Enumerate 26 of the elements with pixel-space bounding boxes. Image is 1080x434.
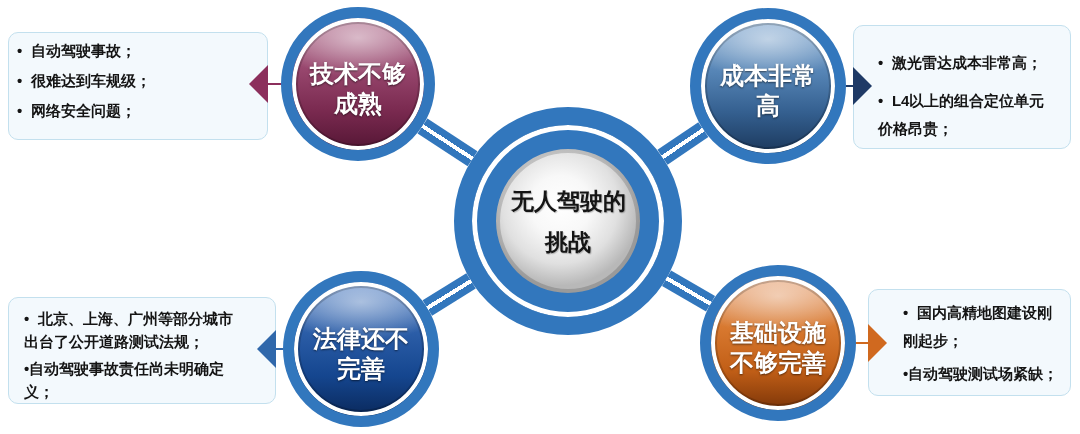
- double-line-connector: [422, 273, 476, 316]
- list-item: • 北京、上海、广州等部分城市出台了公开道路测试法规；: [24, 309, 234, 352]
- note-card: [853, 25, 1071, 149]
- list-item: • 网络安全问题；: [17, 101, 136, 121]
- topic-label: 法律还不完善: [312, 324, 410, 384]
- list-item: •自动驾驶事故责任尚未明确定义；: [24, 359, 226, 402]
- pointer-arrow: [249, 65, 282, 103]
- note-card: [8, 297, 276, 404]
- pointer-arrow: [855, 324, 887, 362]
- topic-label: 技术不够成熟: [308, 59, 407, 119]
- note-card: [8, 32, 268, 140]
- list-item: • 很难达到车规级；: [17, 71, 151, 91]
- pointer-arrow: [845, 67, 872, 105]
- double-line-connector: [417, 118, 478, 167]
- list-item: • L4以上的组合定位单元价格昂贵；: [878, 91, 1046, 139]
- list-item: • 自动驾驶事故；: [17, 41, 136, 61]
- list-item: • 激光雷达成本非常高；: [878, 53, 1042, 73]
- list-item: • 国内高精地图建设刚刚起步；: [903, 303, 1053, 351]
- double-line-connector: [657, 122, 709, 165]
- double-line-connector: [662, 270, 716, 312]
- pointer-arrow: [257, 330, 284, 368]
- topic-label: 成本非常高: [719, 61, 817, 121]
- list-item: •自动驾驶测试场紧缺；: [903, 364, 1059, 384]
- note-card: [868, 289, 1071, 396]
- topic-label: 基础设施不够完善: [728, 318, 827, 378]
- hub-title: 无人驾驶的挑战: [509, 186, 627, 257]
